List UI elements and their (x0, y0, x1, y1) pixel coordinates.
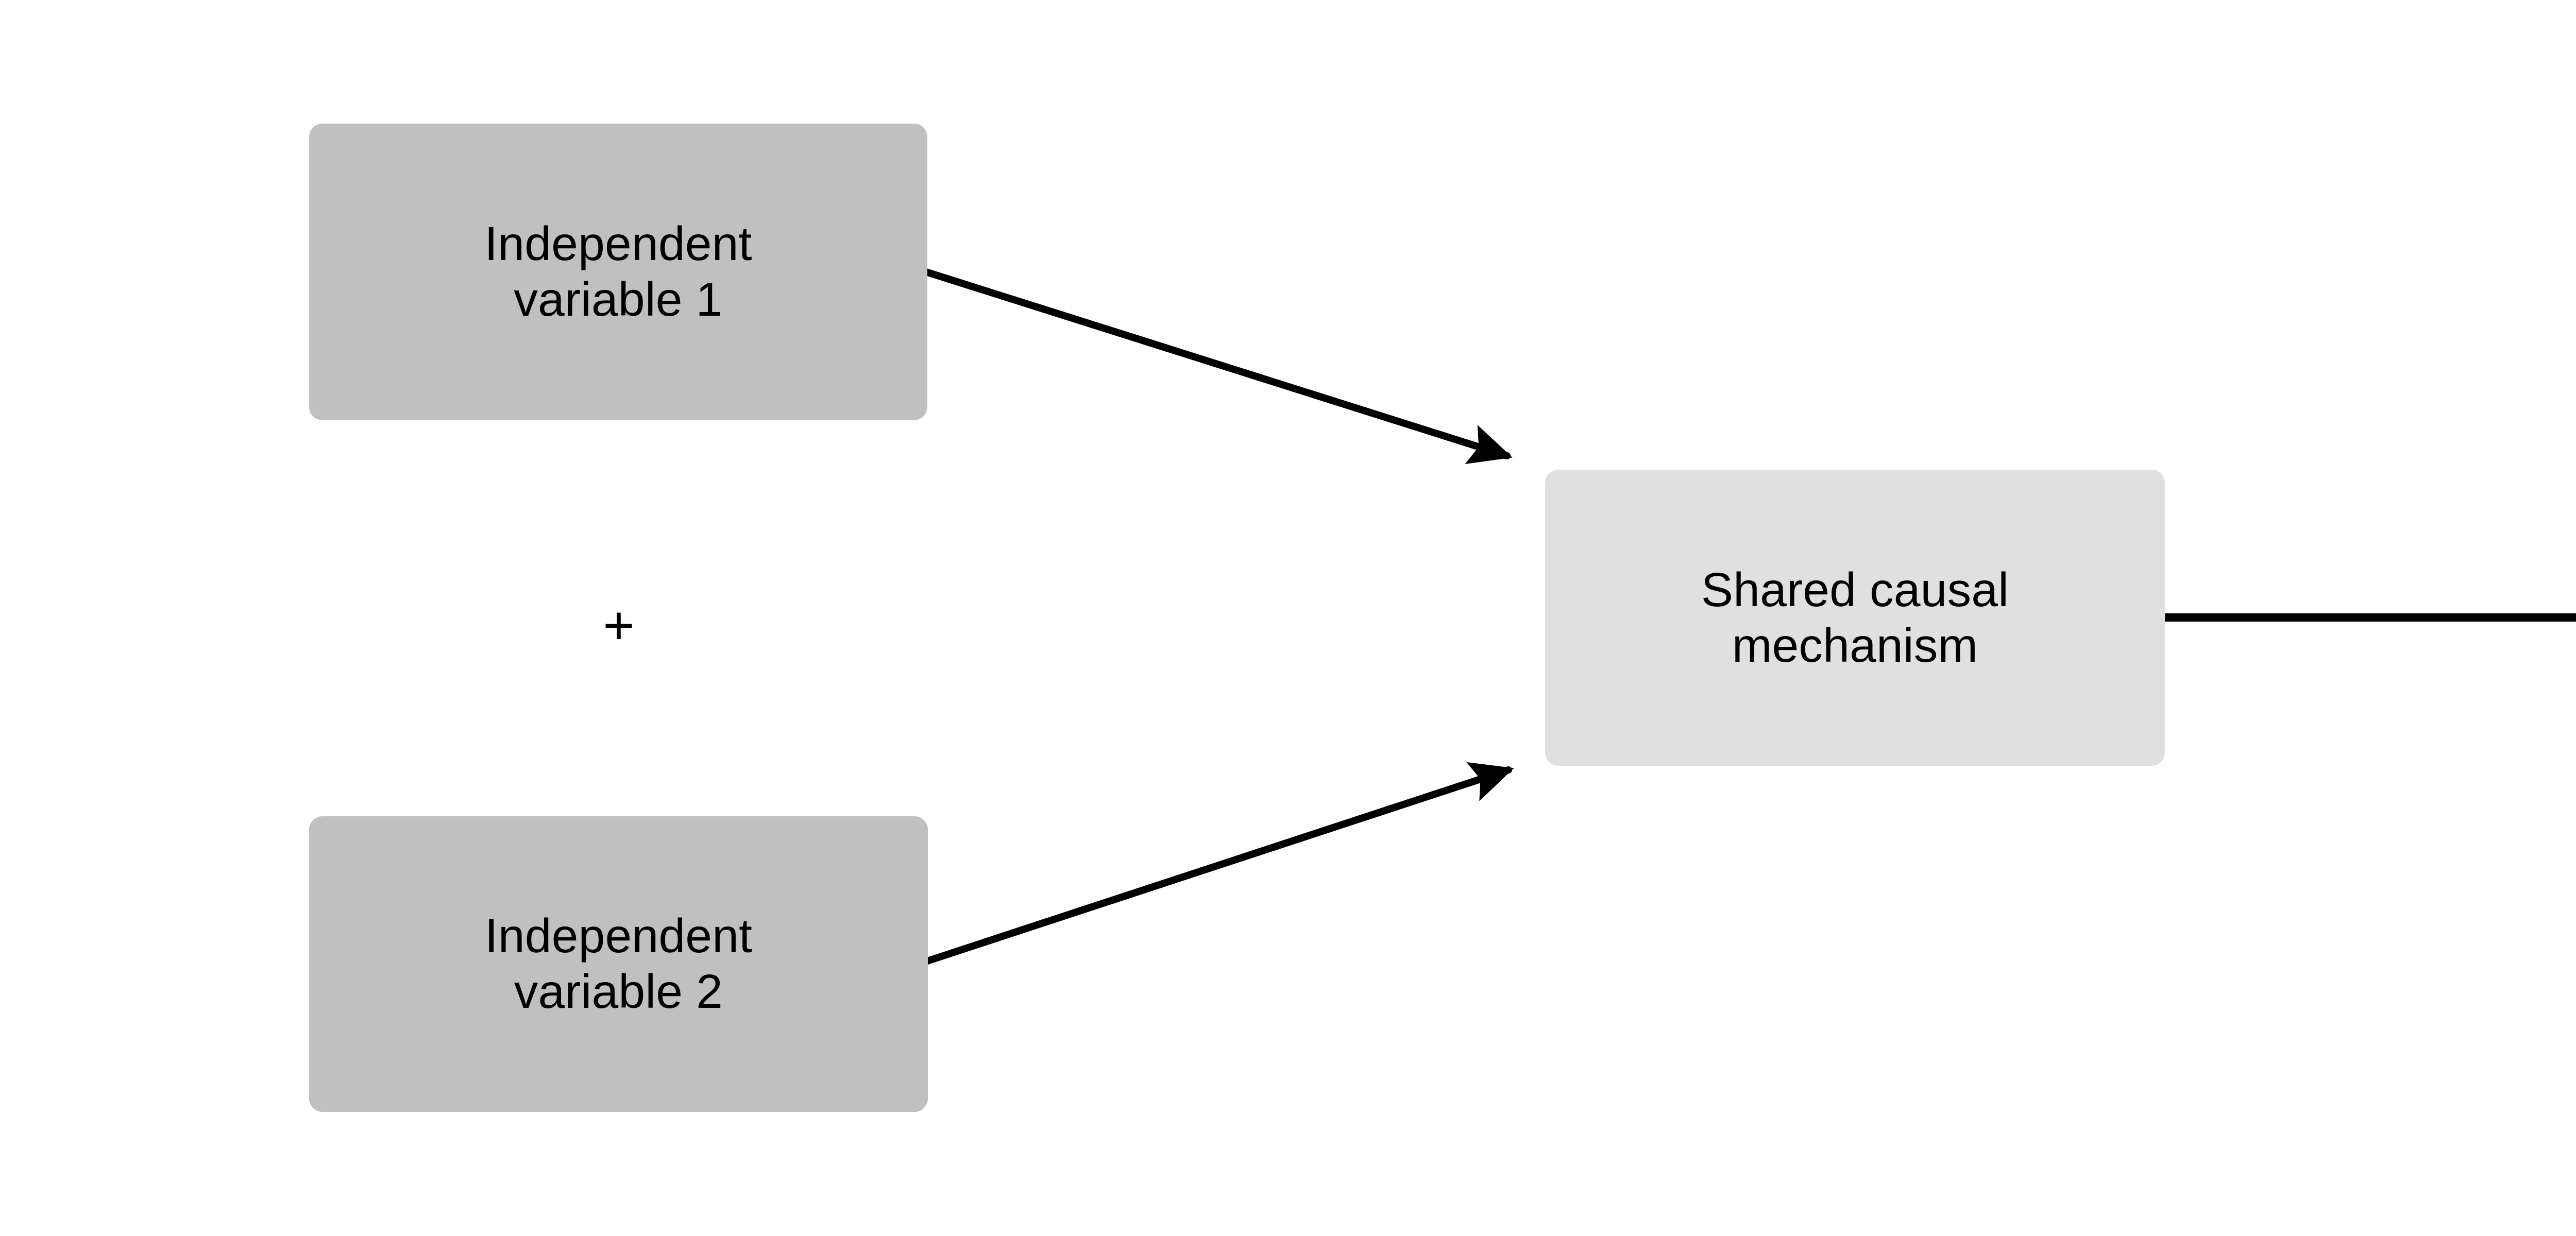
plus-operator-symbol: + (603, 595, 635, 656)
edge-iv2-to-mechanism (918, 762, 1514, 967)
node-independent-variable-1[interactable]: Independent variable 1 (309, 124, 927, 420)
node-independent-variable-2-label: Independent variable 2 (484, 909, 753, 1018)
node-independent-variable-2[interactable]: Independent variable 2 (309, 816, 928, 1112)
node-shared-causal-mechanism-label: Shared causal mechanism (1701, 562, 2009, 672)
edge-iv1-to-mechanism (918, 267, 1513, 465)
node-shared-causal-mechanism[interactable]: Shared causal mechanism (1545, 470, 2165, 766)
node-independent-variable-1-label: Independent variable 1 (484, 217, 752, 326)
